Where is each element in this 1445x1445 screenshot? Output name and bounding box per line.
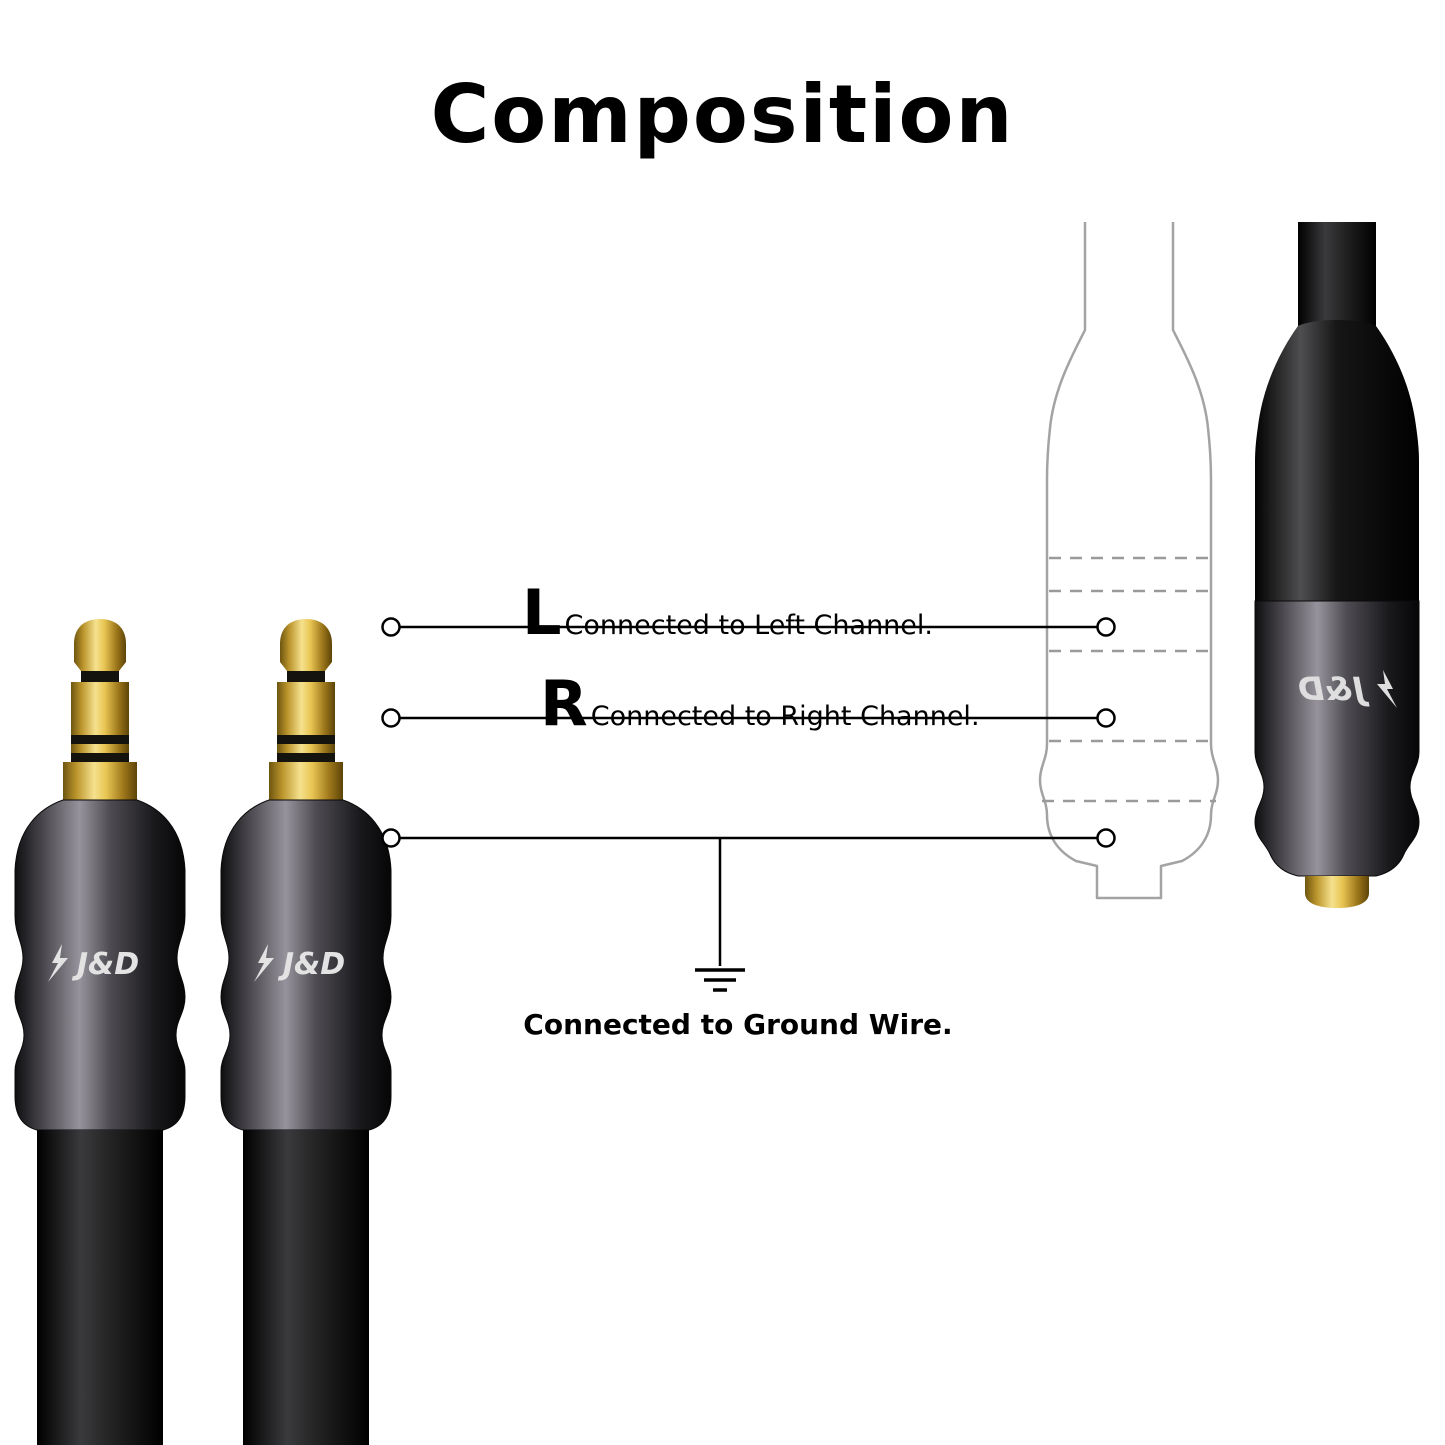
- jack-collar: [63, 762, 137, 800]
- brand-logo-text: J&D: [278, 947, 345, 982]
- outline-body: [1038, 222, 1220, 900]
- insulator-ring-1: [71, 735, 129, 744]
- female-gold-tip: [1305, 876, 1369, 908]
- jack-tip-groove: [81, 671, 119, 682]
- left-wire-end-terminal: [1096, 617, 1116, 637]
- left-channel-description: Connected to Left Channel.: [564, 610, 933, 641]
- jack-tip: [280, 619, 332, 671]
- left-channel-letter: L: [522, 576, 562, 649]
- male-jack-2: J&D: [220, 619, 392, 1445]
- jack-collar: [269, 762, 343, 800]
- female-body-upper: [1255, 320, 1419, 601]
- insulator-ring-2: [71, 753, 129, 762]
- ground-label: Connected to Ground Wire.: [523, 1008, 953, 1041]
- female-body-lower: [1254, 600, 1420, 877]
- jack-cable: [37, 1130, 163, 1445]
- bolt-icon: [48, 944, 68, 982]
- female-connector: J&D: [1254, 222, 1420, 908]
- right-channel-letter: R: [540, 667, 588, 740]
- insulator-ring-2: [277, 753, 335, 762]
- brand-logo: J&D: [48, 944, 139, 982]
- left-wire-start-terminal: [381, 617, 401, 637]
- brand-logo-text: J&D: [1298, 670, 1370, 708]
- brand-logo-text: J&D: [72, 947, 139, 982]
- bolt-icon: [1377, 670, 1397, 708]
- jack-tip: [74, 619, 126, 671]
- right-wire-end-terminal: [1096, 708, 1116, 728]
- female-connector-outline: [1038, 222, 1220, 900]
- ground-symbol-icon: [695, 968, 745, 992]
- insulator-ring-1: [277, 735, 335, 744]
- ground-wire-end-terminal: [1096, 828, 1116, 848]
- outline-section-dividers: [1042, 556, 1216, 803]
- brand-logo-mirrored: J&D: [1298, 670, 1397, 708]
- jack-shaft: [71, 682, 129, 762]
- jack-shaft: [277, 682, 335, 762]
- right-wire-start-terminal: [381, 708, 401, 728]
- female-cable: [1298, 222, 1376, 330]
- jack-tip-groove: [287, 671, 325, 682]
- jack-cable: [243, 1130, 369, 1445]
- right-channel-description: Connected to Right Channel.: [590, 701, 980, 732]
- brand-logo: J&D: [254, 944, 345, 982]
- male-jack-1: J&D: [14, 619, 186, 1445]
- page-title: Composition: [430, 68, 1015, 161]
- bolt-icon: [254, 944, 274, 982]
- wiring: [381, 617, 1116, 992]
- ground-wire-start-terminal: [381, 828, 401, 848]
